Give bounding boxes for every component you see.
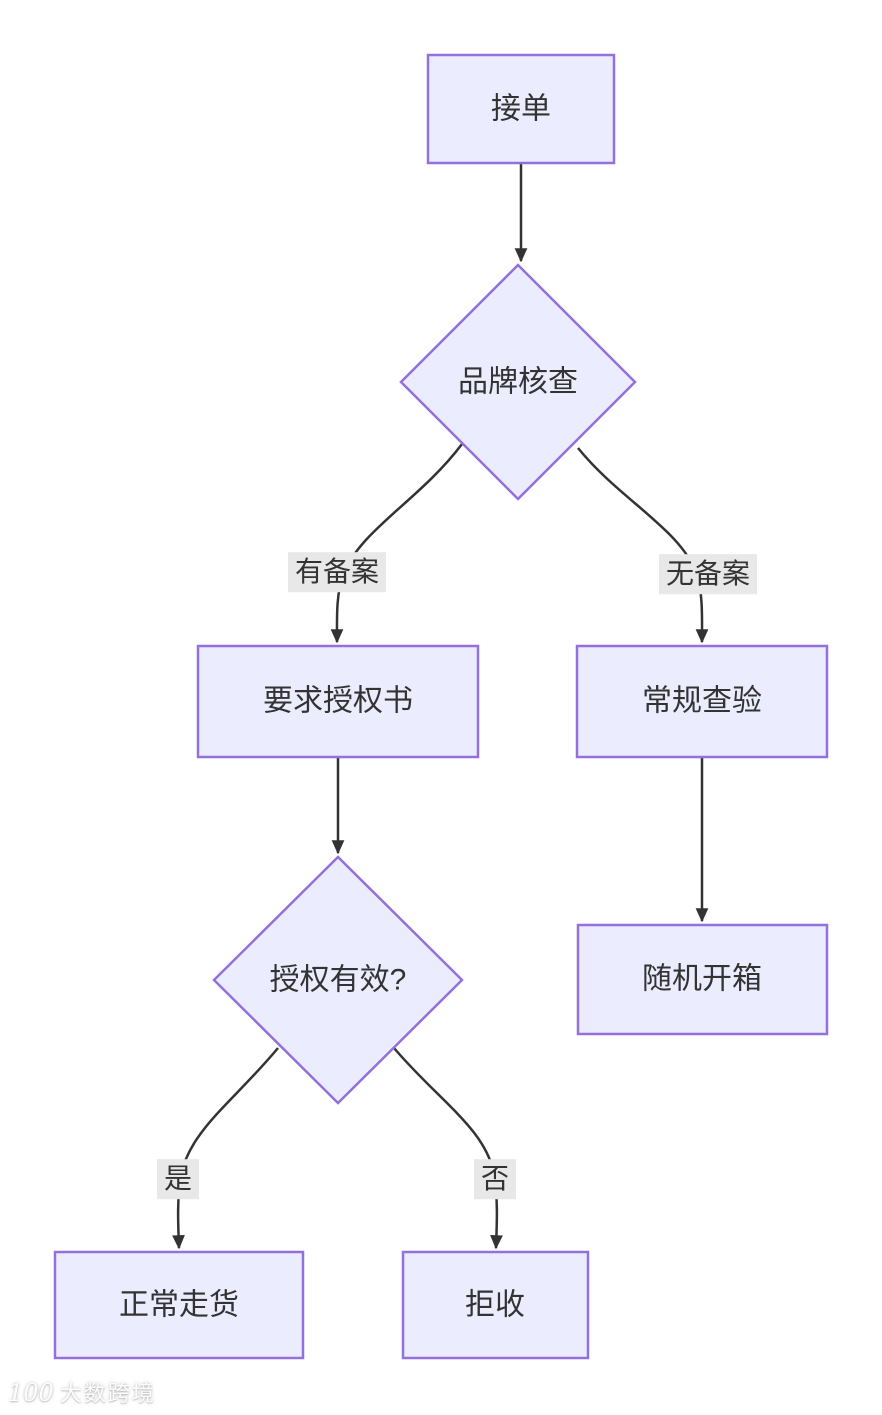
node-random-open: 随机开箱 — [576, 923, 829, 1036]
node-normal-ship-shape — [53, 1250, 305, 1360]
edge-auth-valid-to-normal-ship — [172, 1047, 279, 1250]
node-brand-check: 品牌核查 — [399, 263, 637, 501]
node-regular-check: 常规查验 — [575, 644, 829, 759]
node-brand-check-shape — [399, 263, 637, 501]
watermark-logo-icon: 100 — [8, 1379, 54, 1407]
node-auth-valid-label: 授权有效? — [270, 964, 407, 997]
node-reject-shape — [401, 1250, 590, 1360]
node-random-open-label: 随机开箱 — [642, 963, 762, 996]
node-receive-label: 接单 — [491, 93, 551, 126]
watermark: 100 大数跨境 — [8, 1376, 156, 1408]
edge-label-has-record: 有备案 — [287, 552, 387, 592]
node-regular-check-label: 常规查验 — [642, 685, 762, 718]
node-receive: 接单 — [426, 53, 616, 165]
node-require-auth: 要求授权书 — [196, 644, 480, 759]
watermark-text: 大数跨境 — [59, 1381, 156, 1406]
edge-brand-check-to-require-auth — [330, 443, 463, 644]
edge-label-yes: 是 — [156, 1159, 200, 1199]
edge-label-no: 否 — [473, 1159, 517, 1199]
node-normal-ship-label: 正常走货 — [119, 1289, 239, 1322]
node-auth-valid-shape — [212, 855, 464, 1105]
node-require-auth-shape — [196, 644, 480, 759]
node-reject-label: 拒收 — [465, 1289, 525, 1322]
node-normal-ship: 正常走货 — [53, 1250, 305, 1360]
node-require-auth-label: 要求授权书 — [263, 685, 413, 718]
node-random-open-shape — [576, 923, 829, 1036]
edge-label-no-record: 无备案 — [658, 554, 758, 594]
edge-auth-valid-to-reject — [393, 1047, 503, 1250]
node-regular-check-shape — [575, 644, 829, 759]
node-brand-check-label: 品牌核查 — [458, 366, 578, 399]
node-receive-shape — [426, 53, 616, 165]
node-reject: 拒收 — [401, 1250, 590, 1360]
edge-brand-check-to-regular-check — [577, 447, 709, 644]
node-auth-valid: 授权有效? — [212, 855, 464, 1105]
